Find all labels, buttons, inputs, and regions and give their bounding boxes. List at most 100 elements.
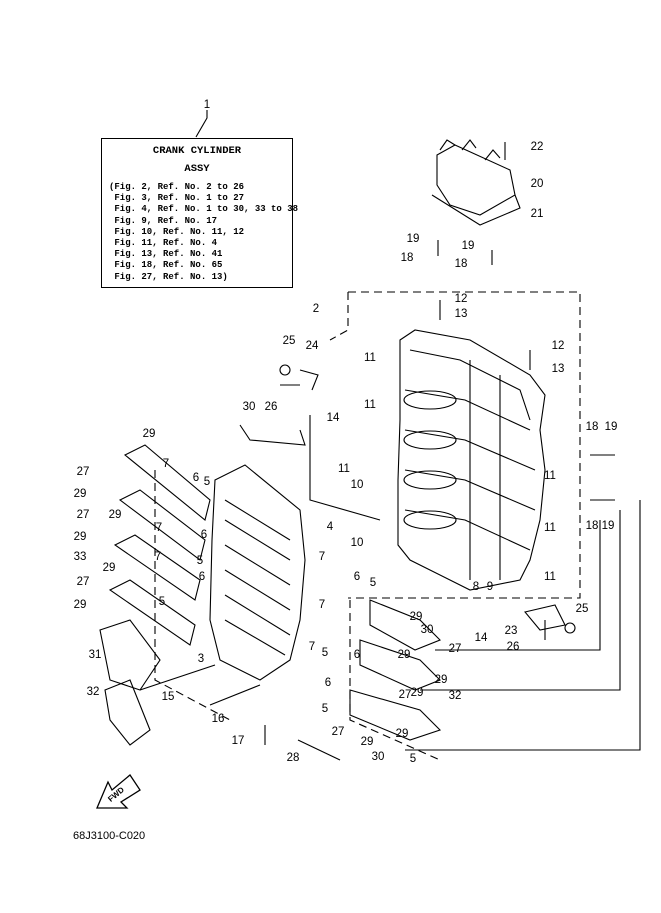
- figure-reference-line: Fig. 11, Ref. No. 4: [109, 238, 218, 249]
- part-callout-27: 27: [77, 466, 90, 478]
- drawing-code: 68J3100-C020: [73, 830, 146, 842]
- bracket-31: [99, 619, 161, 691]
- part-callout-20: 20: [531, 178, 544, 190]
- part-callout-27: 27: [77, 509, 90, 521]
- part-callout-29: 29: [361, 736, 374, 748]
- part-callout-7: 7: [319, 551, 325, 563]
- leader-line-1: [195, 110, 208, 138]
- part-callout-15: 15: [162, 691, 175, 703]
- part-callout-14: 14: [327, 412, 340, 424]
- part-callout-30: 30: [243, 401, 256, 413]
- part-callout-19: 19: [605, 421, 618, 433]
- part-callout-6: 6: [199, 571, 205, 583]
- part-callout-7: 7: [319, 599, 325, 611]
- part-callout-29: 29: [103, 562, 116, 574]
- part-callout-29: 29: [398, 649, 411, 661]
- part-callout-11: 11: [364, 399, 376, 411]
- dashed-group-frame-block: [348, 291, 581, 599]
- hose-line: [309, 415, 381, 521]
- bracket-23: [524, 604, 566, 631]
- dashed-group-frame-left: [329, 292, 349, 341]
- part-callout-12: 12: [455, 293, 468, 305]
- part-callout-18: 18: [586, 421, 599, 433]
- part-callout-26: 26: [507, 641, 520, 653]
- figure-reference-line: Fig. 9, Ref. No. 17: [109, 215, 218, 226]
- dashed-group-frame-plates: [154, 470, 231, 721]
- tube-28: [297, 739, 341, 761]
- part-callout-27: 27: [332, 726, 345, 738]
- crankcase-plates: [108, 444, 306, 681]
- part-callout-29: 29: [74, 599, 87, 611]
- part-callout-21: 21: [531, 208, 544, 220]
- figure-reference-line: Fig. 4, Ref. No. 1 to 30, 33 to 38: [109, 204, 299, 215]
- part-callout-32: 32: [449, 690, 462, 702]
- bolt-16: [209, 684, 261, 706]
- figure-reference-line: Fig. 10, Ref. No. 11, 12: [109, 226, 245, 237]
- washer-25: [279, 364, 291, 376]
- part-callout-11: 11: [544, 522, 556, 534]
- part-callout-33: 33: [74, 551, 87, 563]
- figure-reference-line: Fig. 13, Ref. No. 41: [109, 249, 223, 260]
- head-cover: [431, 139, 521, 226]
- part-callout-27: 27: [399, 689, 412, 701]
- part-callout-17: 17: [232, 735, 245, 747]
- part-callout-13: 13: [552, 363, 565, 375]
- part-callout-5: 5: [410, 753, 416, 765]
- part-callout-10: 10: [351, 537, 364, 549]
- part-callout-27: 27: [449, 643, 462, 655]
- assembly-reference-box: CRANK CYLINDER ASSY (Fig. 2, Ref. No. 2 …: [101, 138, 298, 288]
- assembly-subtitle: ASSY: [184, 163, 210, 175]
- bolt-15: [139, 664, 216, 691]
- bracket-24: [299, 369, 319, 391]
- part-callout-6: 6: [354, 649, 360, 661]
- part-callout-29: 29: [109, 509, 122, 521]
- part-callout-30: 30: [421, 624, 434, 636]
- figure-reference-line: Fig. 27, Ref. No. 13): [109, 271, 228, 282]
- part-callout-11: 11: [338, 463, 350, 475]
- part-callout-11: 11: [544, 470, 556, 482]
- part-callout-29: 29: [435, 674, 448, 686]
- part-callout-32: 32: [87, 686, 100, 698]
- part-callout-8: 8: [473, 581, 479, 593]
- part-callout-26: 26: [265, 401, 278, 413]
- bracket-32: [104, 679, 151, 746]
- figure-reference-list: (Fig. 2, Ref. No. 2 to 26 Fig. 3, Ref. N…: [109, 182, 298, 283]
- part-callout-24: 24: [306, 340, 319, 352]
- part-callout-5: 5: [204, 476, 210, 488]
- part-callout-2: 2: [313, 303, 319, 315]
- part-callout-25: 25: [576, 603, 589, 615]
- part-callout-16: 16: [212, 713, 225, 725]
- part-callout-29: 29: [410, 611, 423, 623]
- part-callout-7: 7: [155, 551, 161, 563]
- fwd-arrow-icon: [96, 774, 141, 809]
- part-callout-13: 13: [455, 308, 468, 320]
- part-callout-18: 18: [586, 520, 599, 532]
- part-callout-4: 4: [327, 521, 334, 533]
- part-callout-6: 6: [201, 529, 207, 541]
- figure-reference-line: Fig. 18, Ref. No. 65: [109, 260, 223, 271]
- part-callout-29: 29: [74, 531, 87, 543]
- clip-30: [239, 424, 306, 446]
- part-callout-23: 23: [505, 625, 518, 637]
- part-callout-5: 5: [197, 555, 203, 567]
- part-callout-29: 29: [411, 687, 424, 699]
- part-callout-7: 7: [163, 458, 169, 470]
- figure-reference-line: (Fig. 2, Ref. No. 2 to 26: [109, 182, 245, 192]
- part-callout-7: 7: [309, 641, 315, 653]
- part-callout-12: 12: [552, 340, 565, 352]
- part-callout-18: 18: [455, 258, 468, 270]
- part-callout-11: 11: [544, 571, 556, 583]
- part-callout-19: 19: [462, 240, 475, 252]
- part-callout-14: 14: [475, 632, 488, 644]
- part-callout-30: 30: [372, 751, 385, 763]
- part-callout-7: 7: [156, 522, 162, 534]
- part-callout-3: 3: [198, 653, 204, 665]
- part-callout-5: 5: [370, 577, 376, 589]
- part-callout-31: 31: [89, 649, 102, 661]
- part-callout-6: 6: [325, 677, 331, 689]
- part-callout-5: 5: [322, 647, 328, 659]
- part-callout-9: 9: [487, 581, 493, 593]
- part-callout-29: 29: [143, 428, 156, 440]
